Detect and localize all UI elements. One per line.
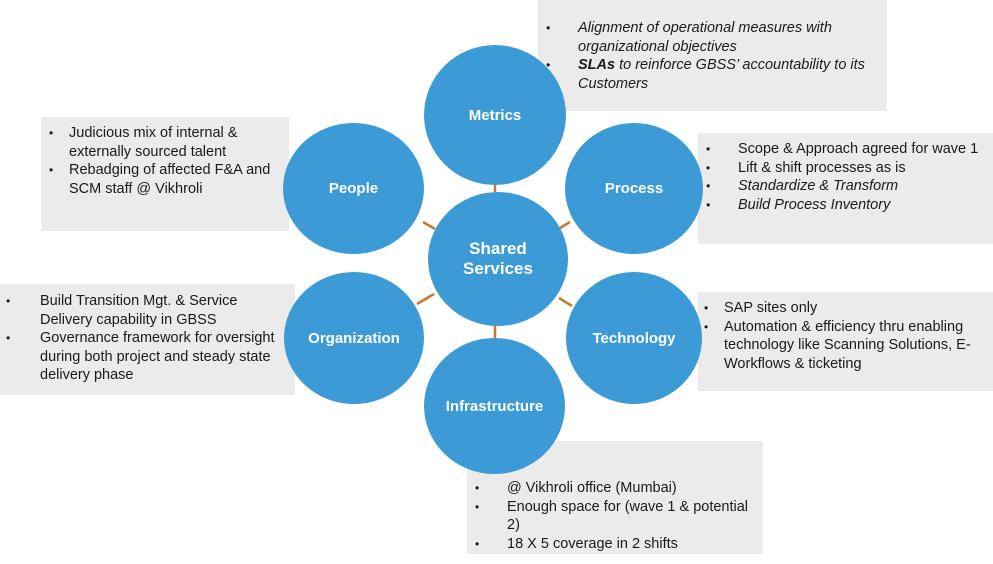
node-infrastructure: Infrastructure (424, 338, 565, 474)
process-box: Scope & Approach agreed for wave 1 Lift … (698, 133, 993, 244)
organization-box: Build Transition Mgt. & Service Delivery… (0, 284, 295, 395)
node-technology-label: Technology (592, 329, 676, 347)
connector-organization (416, 292, 435, 306)
technology-box: SAP sites only Automation & efficiency t… (698, 292, 993, 391)
metrics-item-2-rest: to reinforce GBSS’ accountability to its… (578, 57, 865, 92)
center-label: Shared Services (463, 239, 533, 279)
process-item-1: Scope & Approach agreed for wave 1 (698, 140, 993, 159)
people-item-1-text: Judicious mix of internal & externally s… (69, 125, 238, 160)
organization-item-2: Governance framework for oversight durin… (0, 329, 287, 385)
metrics-item-1-text: Alignment of operational measures with o… (578, 20, 832, 55)
people-item-1: Judicious mix of internal & externally s… (41, 124, 289, 161)
metrics-box: Alignment of operational measures with o… (538, 0, 887, 111)
infrastructure-item-1-text: @ Vikhroli office (Mumbai) (507, 480, 677, 496)
center-label-line1: Shared (469, 239, 527, 258)
connector-process (559, 220, 571, 230)
process-item-1-text: Scope & Approach agreed for wave 1 (738, 141, 979, 157)
people-box: Judicious mix of internal & externally s… (41, 117, 289, 231)
node-metrics-label: Metrics (468, 106, 522, 124)
node-people-label: People (328, 180, 379, 197)
infrastructure-item-2: Enough space for (wave 1 & potential 2) (467, 498, 763, 535)
node-organization: Organization (284, 272, 424, 404)
process-item-4-text: Build Process Inventory (738, 196, 891, 213)
node-infrastructure-label: Infrastructure (445, 397, 544, 415)
process-item-3-text: Standardize & Transform (738, 178, 899, 194)
node-process-label: Process (604, 180, 664, 197)
organization-item-1: Build Transition Mgt. & Service Delivery… (0, 292, 287, 329)
process-item-3: Standardize & Transform (698, 177, 993, 196)
organization-item-2-text: Governance framework for oversight durin… (40, 330, 275, 383)
node-technology: Technology (566, 272, 702, 404)
organization-item-1-text: Build Transition Mgt. & Service Delivery… (40, 293, 238, 328)
metrics-item-2-bold: SLAs (578, 57, 616, 73)
connector-technology (558, 296, 573, 308)
node-metrics: Metrics (424, 45, 566, 185)
process-item-4: Build Process Inventory (698, 196, 993, 215)
metrics-item-2: SLAs to reinforce GBSS’ accountability t… (538, 56, 887, 93)
technology-item-1: SAP sites only (698, 299, 989, 318)
node-organization-label: Organization (308, 329, 400, 347)
process-item-2: Lift & shift processes as is (698, 159, 993, 178)
infrastructure-item-2-text: Enough space for (wave 1 & potential 2) (507, 498, 749, 534)
node-process: Process (565, 123, 703, 254)
center-label-line2: Services (463, 259, 533, 278)
metrics-item-1: Alignment of operational measures with o… (538, 19, 887, 56)
process-item-2-text: Lift & shift processes as is (738, 159, 906, 176)
infrastructure-item-1: @ Vikhroli office (Mumbai) (467, 479, 763, 498)
infrastructure-item-3: 18 X 5 coverage in 2 shifts (467, 535, 763, 554)
node-shared-services: Shared Services (428, 192, 568, 326)
technology-item-2: Automation & efficiency thru enabling te… (698, 318, 989, 374)
people-item-2-text: Rebadging of affected F&A and SCM staff … (69, 162, 271, 197)
infrastructure-item-3-text: 18 X 5 coverage in 2 shifts (507, 535, 678, 552)
technology-item-2-text: Automation & efficiency thru enabling te… (724, 318, 971, 372)
node-people: People (283, 123, 424, 254)
connector-people (422, 220, 436, 231)
technology-item-1-text: SAP sites only (724, 300, 818, 316)
people-item-2: Rebadging of affected F&A and SCM staff … (41, 161, 289, 198)
